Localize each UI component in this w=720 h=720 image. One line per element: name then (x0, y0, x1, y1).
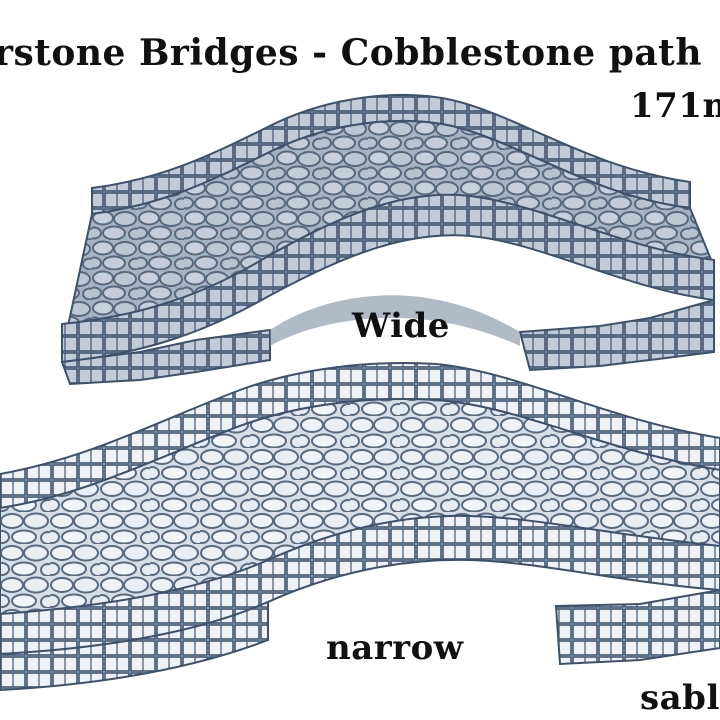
narrow-bridge (0, 362, 720, 692)
wide-bridge (60, 93, 715, 386)
footer-label: sabl (640, 678, 720, 718)
narrow-label: narrow (326, 628, 464, 668)
size-label: 171m (630, 86, 720, 126)
image-title: rstone Bridges - Cobblestone path (0, 32, 702, 74)
wide-label: Wide (352, 306, 450, 346)
